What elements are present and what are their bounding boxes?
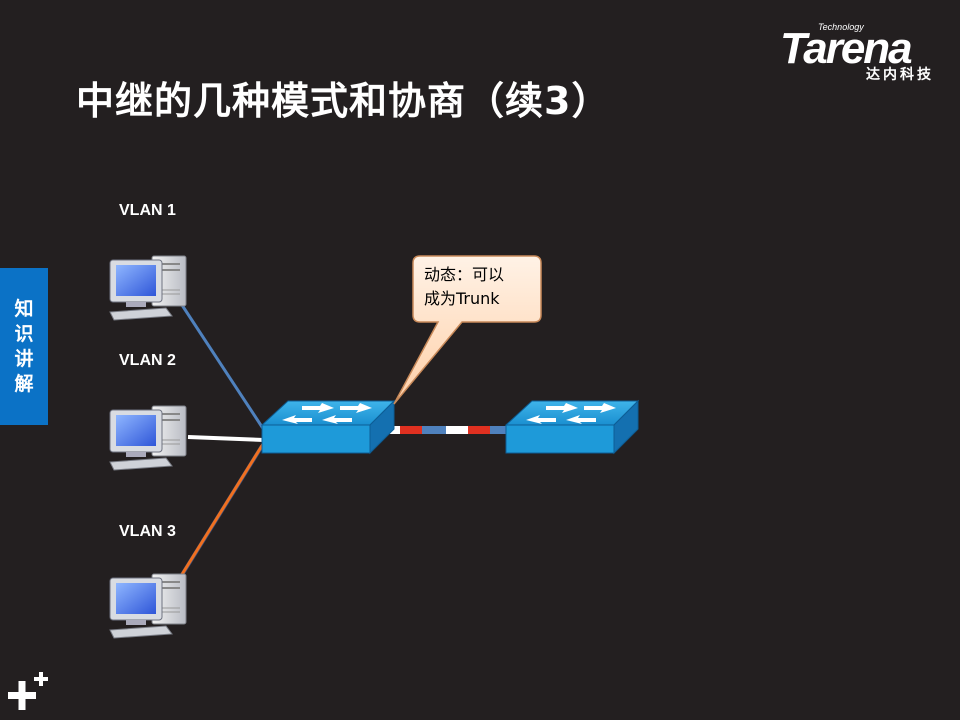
callout-line-2: 成为Trunk [424,289,500,308]
slide-title: 中继的几种模式和协商（续3） [76,79,611,123]
vlan-1-link [178,301,266,431]
side-tab-char: 知 [14,297,34,320]
logo-technology: Technology [818,22,864,32]
switch-icon-right [505,400,639,454]
pc-icon-vlan-1 [109,255,187,321]
plus-decoration-icon [8,672,48,710]
vlan-3-link-highlight [179,443,265,577]
side-tab-char: 解 [14,372,34,395]
pc-icon-vlan-2 [109,405,187,471]
vlan-1-label: VLAN 1 [119,202,176,219]
tarena-logo: Tarena Technology 达内科技 [778,22,950,84]
callout-line-1: 动态：可以 [424,265,505,284]
vlan-2-label: VLAN 2 [119,352,176,369]
side-tab-knowledge: 知 识 讲 解 [0,268,48,425]
vlan-3-label: VLAN 3 [119,523,176,540]
logo-brand: Tarena [780,24,913,73]
callout-text: 动态：可以 成为Trunk [424,263,534,311]
callout-bubble [393,255,542,405]
vlan-2-link [187,435,265,442]
switch-icon-left [261,400,395,454]
side-tab-char: 讲 [14,347,34,370]
pc-icon-vlan-3 [109,573,187,639]
logo-chinese: 达内科技 [866,67,934,83]
side-tab-char: 识 [14,322,34,345]
